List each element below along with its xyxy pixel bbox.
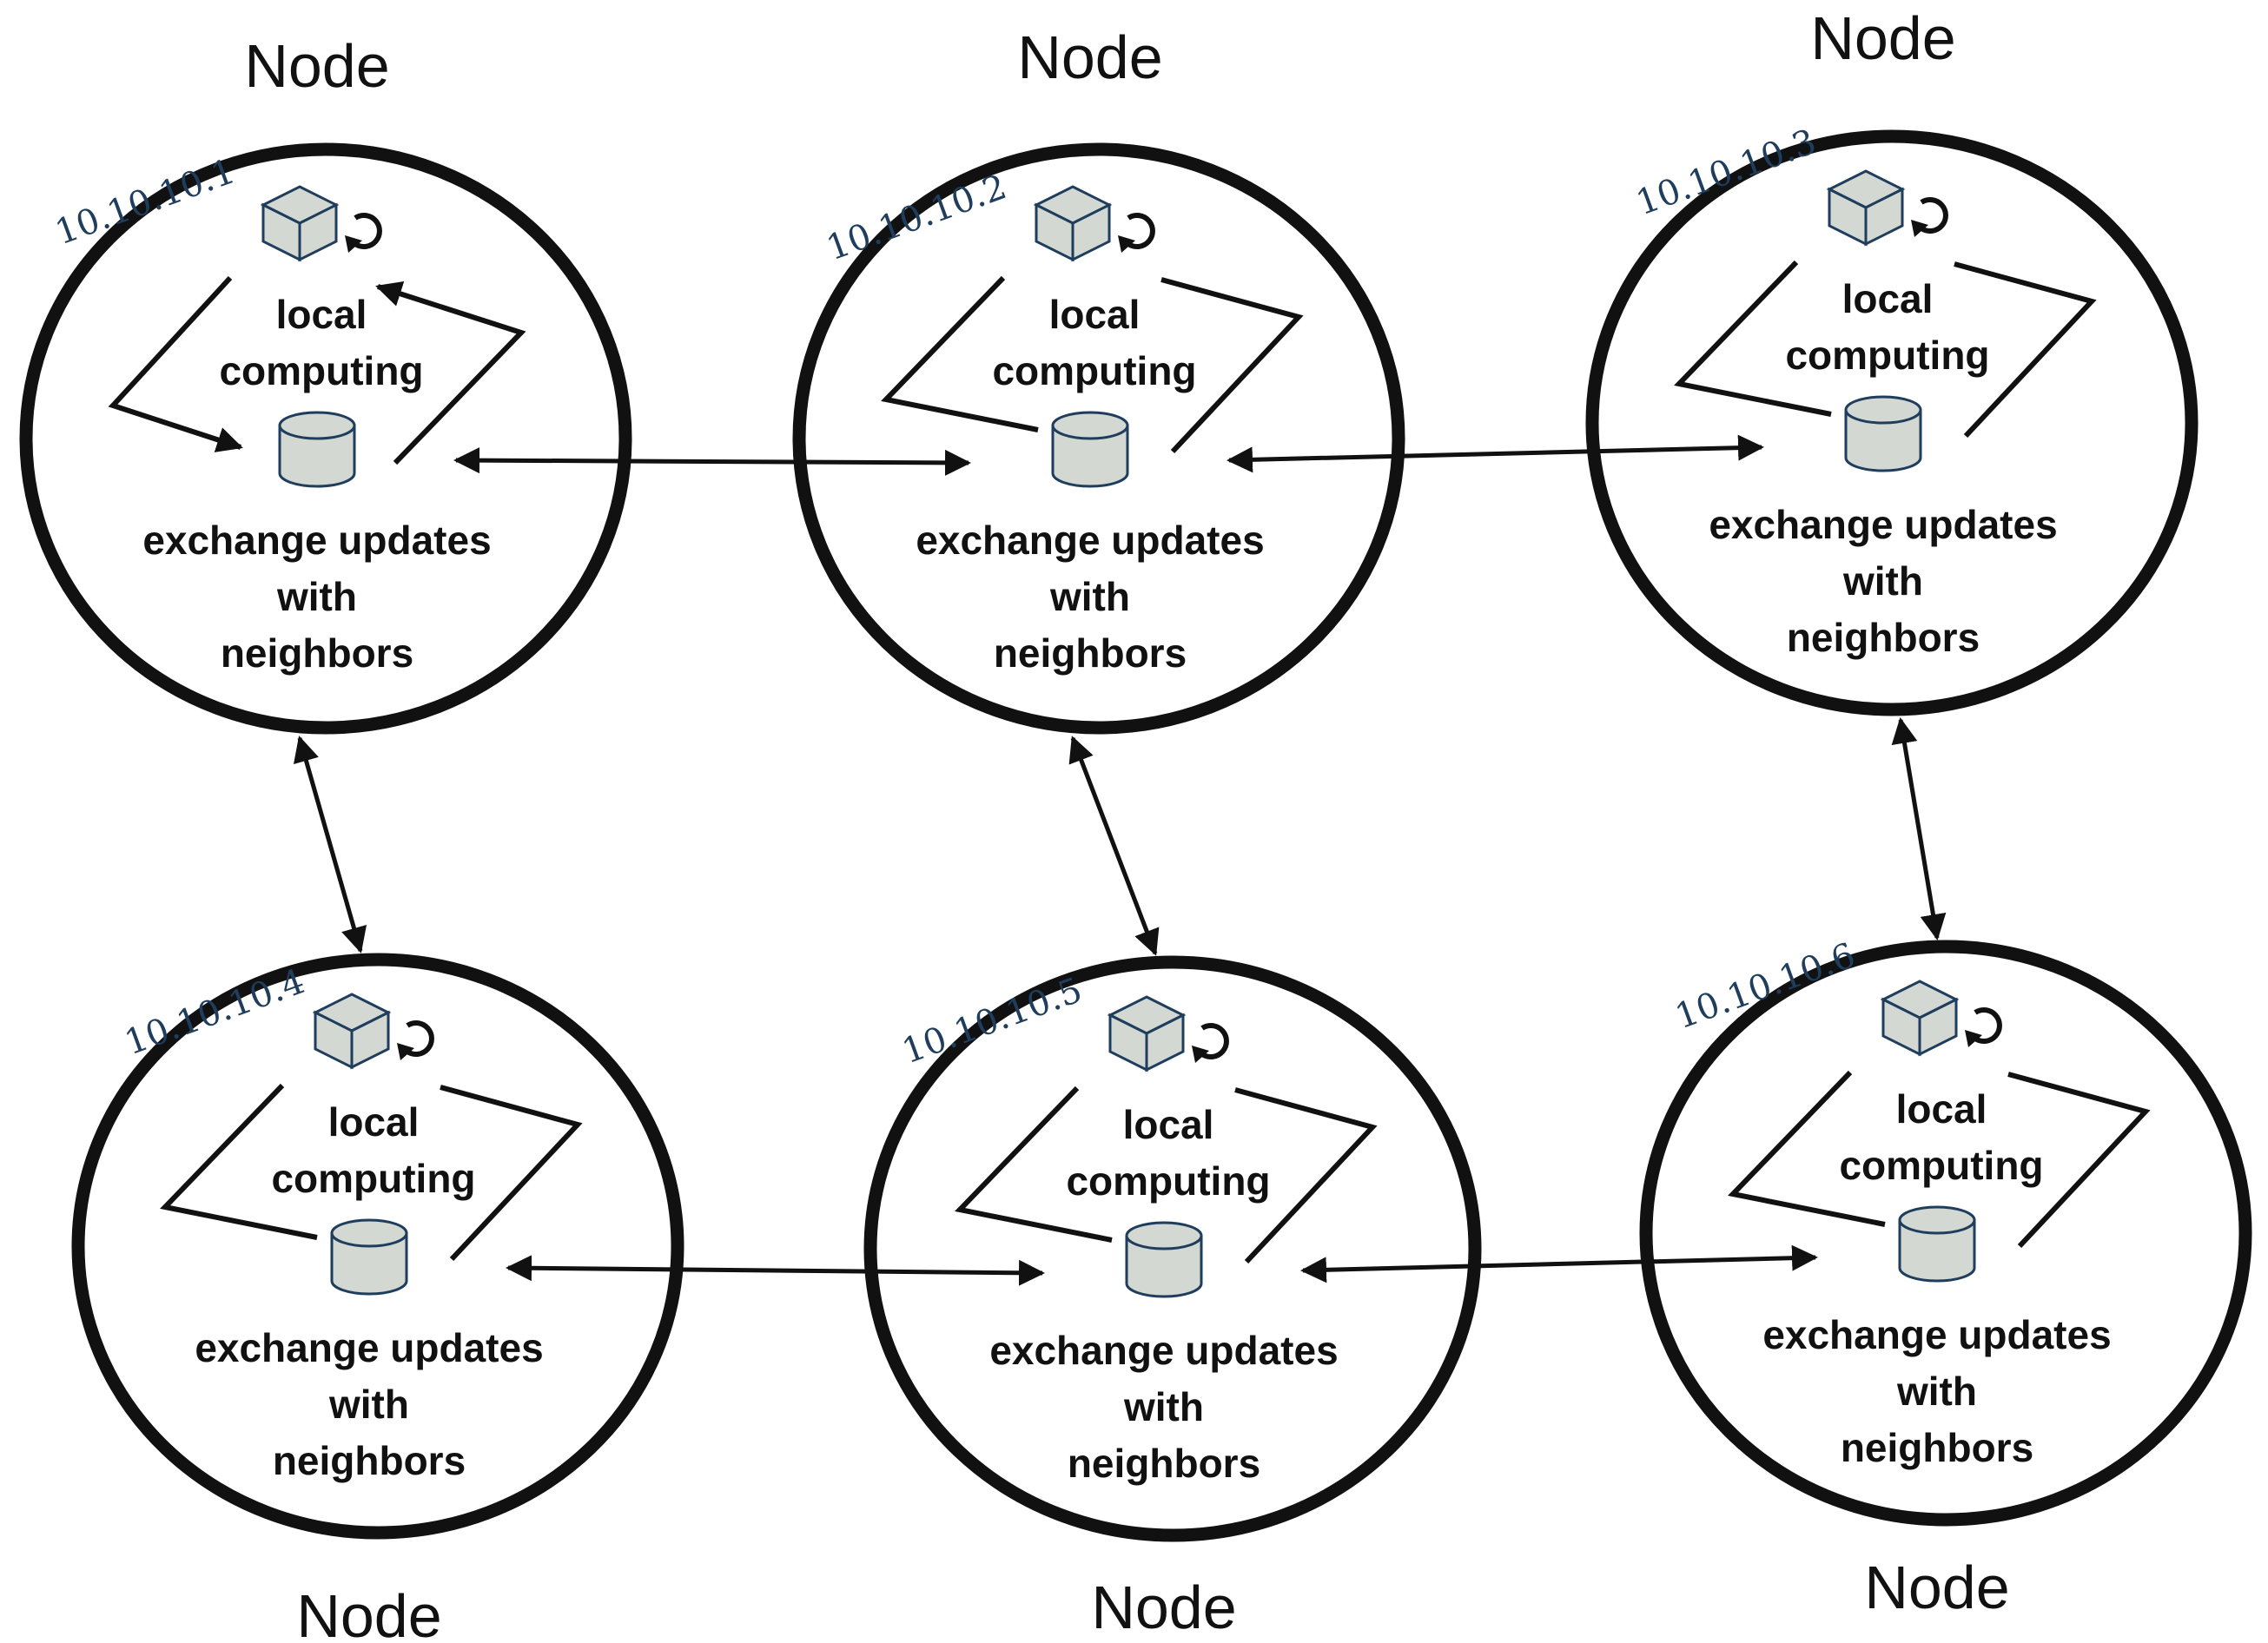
exchange-updates-label: exchange updates [195, 1325, 543, 1370]
exchange-updates-label: neighbors [221, 630, 413, 676]
local-computing-label: local [1123, 1102, 1214, 1147]
exchange-updates-label: with [1896, 1369, 1977, 1414]
local-update-loop [881, 275, 1304, 454]
exchange-updates-label: neighbors [1787, 615, 1980, 660]
link-arrow [453, 447, 971, 476]
local-update-loop [955, 1085, 1378, 1264]
node-4: Node 10.10.10.4 local computing exchange upd… [71, 953, 684, 1643]
exchange-updates-label: exchange updates [142, 518, 491, 563]
cube-icon [1033, 185, 1113, 262]
ip-address-label: 10.10.10.6 [1670, 935, 1861, 1037]
exchange-updates-label: exchange updates [1709, 502, 2057, 547]
local-computing-label: computing [271, 1156, 475, 1201]
link-arrow [1891, 717, 1947, 940]
refresh-icon [345, 213, 382, 253]
node-circle [1639, 940, 2252, 1527]
local-computing-label: local [1896, 1086, 1987, 1132]
node-2: Node 10.10.10.2 local computing exchange upd… [792, 23, 1405, 735]
node-circle [71, 953, 684, 1540]
database-cylinder-icon [278, 411, 356, 488]
local-computing-label: local [1049, 292, 1141, 337]
exchange-updates-label: neighbors [1068, 1441, 1260, 1486]
local-computing-label: computing [1066, 1158, 1270, 1204]
cube-icon [260, 185, 340, 262]
node-title: Node [1091, 1574, 1236, 1641]
node-title: Node [244, 32, 389, 100]
node-title: Node [1864, 1554, 2009, 1621]
cube-icon [312, 993, 392, 1070]
node-circle [19, 142, 632, 735]
refresh-icon [397, 1020, 434, 1060]
local-computing-label: computing [1839, 1143, 2043, 1188]
cube-icon [1880, 980, 1960, 1057]
exchange-updates-label: neighbors [1841, 1425, 2033, 1470]
exchange-updates-label: with [328, 1382, 409, 1427]
ip-address-label: 10.10.10.2 [822, 167, 1012, 268]
local-computing-label: computing [219, 348, 423, 393]
ip-address-label: 10.10.10.1 [50, 151, 241, 253]
refresh-icon [1118, 213, 1155, 253]
node-circle [792, 142, 1405, 735]
refresh-icon [1965, 1007, 2002, 1047]
local-update-loop [1674, 260, 2097, 439]
link-arrow [1300, 1244, 1818, 1283]
exchange-updates-label: neighbors [273, 1438, 466, 1483]
link-arrow [1227, 434, 1764, 473]
node-title: Node [1017, 23, 1162, 91]
exchange-updates-label: with [276, 574, 357, 619]
local-computing-label: computing [1785, 333, 1989, 378]
local-computing-label: local [328, 1099, 420, 1145]
refresh-icon [1911, 197, 1948, 237]
local-computing-label: local [1842, 276, 1934, 321]
node-title: Node [296, 1582, 441, 1643]
local-update-loop [160, 1083, 583, 1262]
cube-icon [1107, 995, 1187, 1072]
node-3: Node 10.10.10.3 local computing exchange upd… [1585, 4, 2199, 716]
local-computing-label: local [276, 292, 367, 337]
database-cylinder-icon [1844, 395, 1922, 472]
exchange-updates-label: neighbors [994, 630, 1187, 676]
database-cylinder-icon [1051, 411, 1129, 488]
exchange-updates-label: with [1842, 558, 1923, 604]
database-cylinder-icon [1898, 1205, 1976, 1283]
node-title: Node [1810, 4, 1955, 72]
node-circle [863, 955, 1482, 1542]
local-update-loop [108, 275, 526, 465]
local-computing-label: computing [992, 348, 1196, 393]
exchange-updates-label: exchange updates [989, 1328, 1338, 1373]
link-arrow [293, 736, 367, 953]
refresh-icon [1192, 1023, 1229, 1063]
ip-address-label: 10.10.10.3 [1631, 122, 1822, 223]
links-layer [293, 434, 1947, 1286]
link-arrow [1068, 736, 1160, 956]
node-circle [1585, 129, 2199, 716]
local-update-loop [1728, 1070, 2151, 1249]
ip-address-label: 10.10.10.4 [120, 961, 310, 1063]
exchange-updates-label: exchange updates [1762, 1312, 2111, 1357]
database-cylinder-icon [330, 1218, 408, 1296]
exchange-updates-label: with [1049, 574, 1130, 619]
exchange-updates-label: exchange updates [916, 518, 1264, 563]
link-arrow [506, 1255, 1045, 1286]
node-6: Node 10.10.10.6 local computing exchange upd… [1639, 935, 2252, 1621]
database-cylinder-icon [1125, 1221, 1203, 1298]
exchange-updates-label: with [1123, 1384, 1204, 1429]
node-5: Node 10.10.10.5 local computing exchange upd… [863, 955, 1482, 1641]
ip-address-label: 10.10.10.5 [897, 970, 1088, 1072]
cube-icon [1826, 169, 1906, 247]
